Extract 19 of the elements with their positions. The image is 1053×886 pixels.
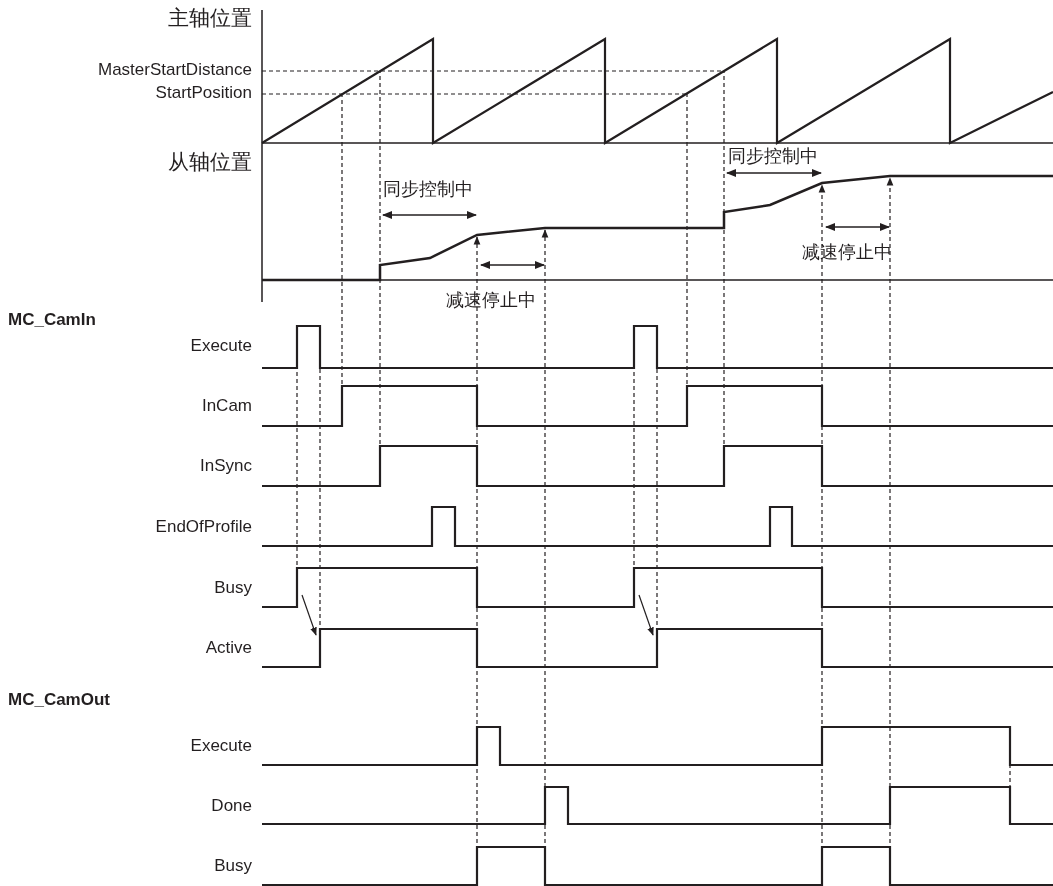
signal-label: Active	[205, 638, 252, 658]
span-label: 同步控制中	[383, 179, 473, 200]
group-heading: MC_CamOut	[8, 690, 110, 710]
signal-label: InCam	[201, 396, 252, 416]
axis-title: 主轴位置	[168, 6, 252, 31]
axis-title: 从轴位置	[168, 150, 252, 175]
signal-label: Busy	[214, 578, 252, 598]
signal-label: Execute	[190, 336, 252, 356]
level-label: StartPosition	[155, 83, 252, 103]
level-label: MasterStartDistance	[98, 60, 252, 80]
span-label: 同步控制中	[728, 146, 818, 167]
signal-label: Busy	[214, 856, 252, 876]
span-label: 减速停止中	[802, 242, 892, 263]
signal-label: Done	[211, 796, 252, 816]
span-label: 减速停止中	[446, 290, 536, 311]
group-heading: MC_CamIn	[8, 310, 96, 330]
signal-label: EndOfProfile	[155, 517, 252, 537]
signal-label: InSync	[200, 456, 252, 476]
signal-label: Execute	[190, 736, 252, 756]
